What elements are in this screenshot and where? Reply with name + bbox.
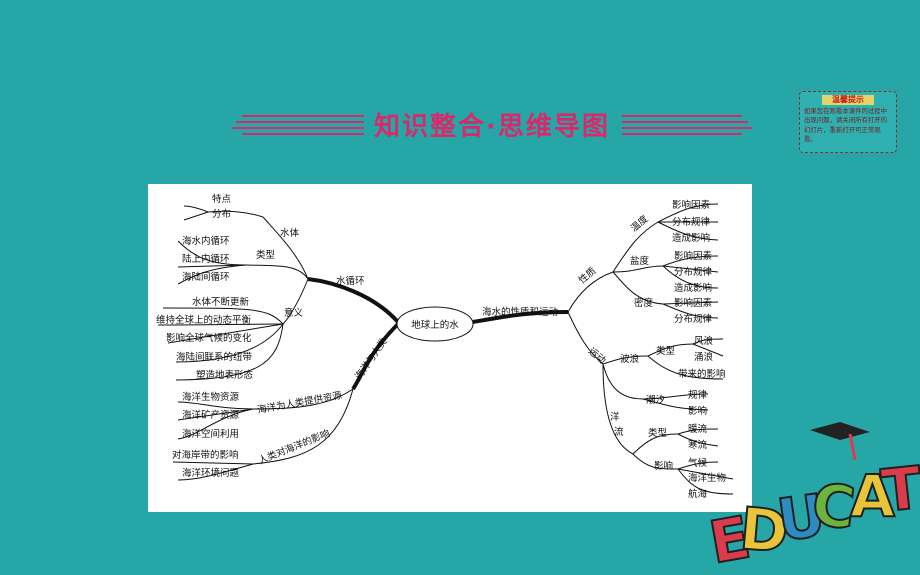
leaf-wave-effect: 带来的影响 [678, 368, 726, 380]
center-label: 地球上的水 [411, 319, 459, 331]
leaf-sal-factor: 影响因素 [674, 250, 713, 262]
leaf-marine-life: 海洋生物 [688, 472, 727, 484]
node-meaning: 意义 [284, 307, 304, 319]
leaf-tide-rule: 规律 [688, 389, 708, 401]
leaf-balance: 维持全球上的动态平衡 [156, 314, 252, 326]
node-water-cycle: 水循环 [336, 275, 365, 287]
leaf-temp-factor: 影响因素 [672, 199, 711, 211]
leaf-distribution: 分布 [212, 208, 231, 220]
leaf-warm: 暖流 [688, 423, 708, 435]
node-current-b: 流 [614, 426, 624, 438]
node-human-impact: 人类对海洋的影响 [257, 427, 332, 467]
node-density: 密度 [634, 297, 654, 309]
leaf-shape: 塑造地表形态 [196, 369, 254, 381]
leaf-feature: 特点 [212, 193, 232, 205]
title-band: 知识整合·思维导图 [232, 104, 752, 144]
mind-map-canvas: 地球上的水 水循环 水体 特点 分布 类型 海水内循环 陆上内循环 海陆间循环 … [156, 193, 734, 500]
tip-title: 温馨提示 [822, 95, 874, 105]
leaf-sea-cycle: 海水内循环 [182, 235, 230, 247]
node-water-body: 水体 [280, 227, 300, 239]
graduation-cap-icon [810, 422, 870, 440]
leaf-sal-dist: 分布规律 [674, 266, 713, 278]
leaf-mineral: 海洋矿产资源 [182, 409, 240, 421]
leaf-climate: 影响全球气候的变化 [166, 332, 252, 344]
leaf-cold: 寒流 [688, 439, 708, 451]
node-ocean-human: 海洋与人类 [353, 336, 390, 382]
leaf-temp-dist: 分布规律 [672, 216, 711, 228]
leaf-coast: 对海岸带的影响 [172, 449, 239, 461]
education-decoration: E D U C A T [703, 422, 920, 575]
leaf-climate-effect: 气候 [688, 457, 708, 469]
edu-letter-u: U [773, 481, 829, 555]
leaf-renew: 水体不断更新 [192, 296, 250, 308]
node-tide: 潮汐 [646, 394, 665, 406]
leaf-land-cycle: 陆上内循环 [182, 253, 230, 265]
leaf-wind-wave: 风浪 [694, 335, 714, 347]
node-property: 性质 [576, 265, 599, 287]
node-cycle-type: 类型 [256, 249, 276, 261]
leaf-env: 海洋环境问题 [182, 467, 240, 479]
node-current-effect: 影响 [654, 460, 673, 472]
edu-letter-d: D [737, 494, 791, 566]
node-temperature: 温度 [628, 213, 651, 235]
leaf-den-dist: 分布规律 [674, 313, 713, 325]
leaf-sea-land-cycle: 海陆间循环 [182, 271, 230, 283]
node-current-a: 洋 [610, 411, 620, 423]
node-salinity: 盐度 [630, 255, 650, 267]
node-current-type: 类型 [648, 427, 668, 439]
leaf-sal-effect: 造成影响 [674, 282, 712, 294]
edu-letter-t: T [879, 453, 920, 525]
tip-body: 如果您在观看本课件的过程中出现问题，请关闭所有打开的幻灯片，重新打开可正常观看。 [804, 107, 888, 143]
node-wave-type: 类型 [656, 345, 676, 357]
leaf-space: 海洋空间利用 [182, 428, 239, 440]
mind-map: 地球上的水 水循环 水体 特点 分布 类型 海水内循环 陆上内循环 海陆间循环 … [148, 184, 752, 512]
node-wave: 波浪 [620, 353, 640, 365]
leaf-link: 海陆间联系的纽带 [176, 351, 253, 363]
leaf-navigation: 航海 [688, 488, 708, 500]
center-node [396, 306, 474, 342]
node-resources: 海洋为人类提供资源 [256, 389, 343, 416]
leaf-tide-effect: 影响 [688, 405, 707, 417]
tip-box: 温馨提示 如果您在观看本课件的过程中出现问题，请关闭所有打开的幻灯片，重新打开可… [799, 91, 897, 153]
edu-letter-c: C [809, 470, 858, 542]
leaf-temp-effect: 造成影响 [672, 232, 710, 244]
page-title: 知识整合·思维导图 [374, 112, 610, 142]
leaf-den-factor: 影响因素 [674, 297, 713, 309]
title-stripes [232, 115, 752, 135]
edu-letter-a: A [850, 462, 895, 530]
leaf-bio: 海洋生物资源 [182, 391, 240, 403]
leaf-swell: 涌浪 [694, 351, 714, 363]
node-property-motion: 海水的性质和运动 [482, 306, 558, 318]
